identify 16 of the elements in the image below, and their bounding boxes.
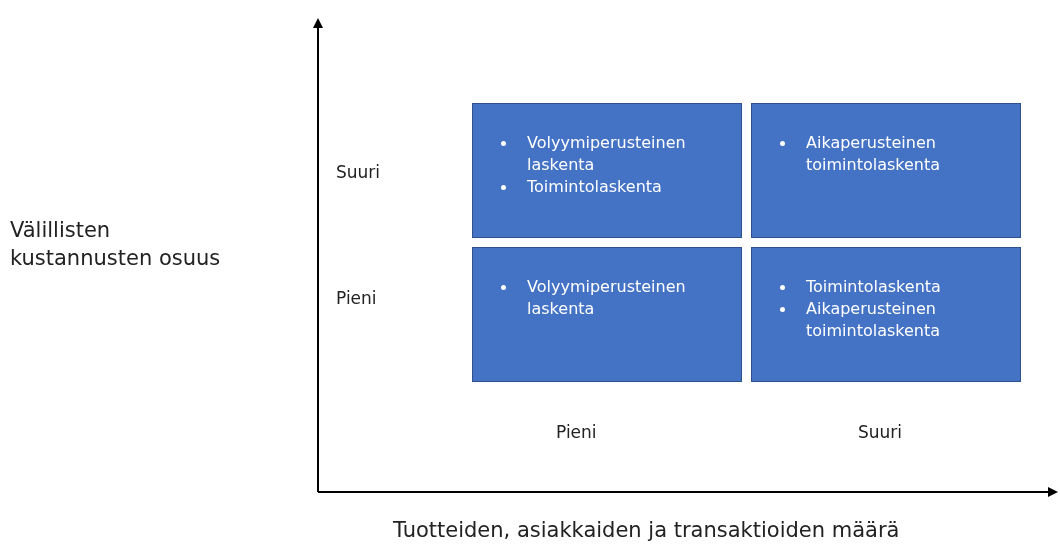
y-axis-title: Välillisten kustannusten osuus xyxy=(10,217,222,272)
matrix-cell-box xyxy=(472,103,742,238)
row-label: Suuri xyxy=(336,162,381,182)
bullet-item: Toimintolaskenta xyxy=(527,176,662,198)
column-label: Pieni xyxy=(556,422,597,442)
matrix-cell-box xyxy=(751,103,1021,238)
bullet-item: Toimintolaskenta xyxy=(806,276,941,298)
x-axis-title: Tuotteiden, asiakkaiden ja transaktioiden määrä xyxy=(393,517,900,544)
bullet-item: Volyymiperusteinen laskenta xyxy=(527,276,687,320)
row-label: Pieni xyxy=(336,288,377,308)
column-label: Suuri xyxy=(858,422,903,442)
matrix-cell-box xyxy=(472,247,742,382)
bullet-item: Aikaperusteinen toimintolaskenta xyxy=(806,298,942,342)
bullet-item: Volyymiperusteinen laskenta xyxy=(527,132,687,176)
bullet-item: Aikaperusteinen toimintolaskenta xyxy=(806,132,942,176)
matrix-cell-box xyxy=(751,247,1021,382)
